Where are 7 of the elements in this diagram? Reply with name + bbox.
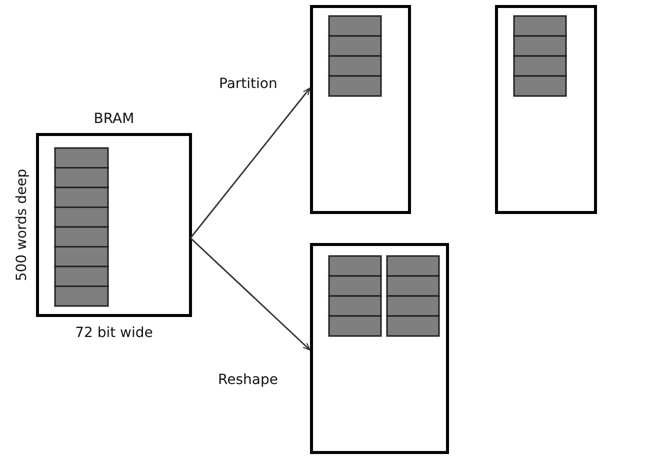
- block-title: BRAM: [92, 111, 136, 127]
- arrow: [190, 87, 311, 238]
- block-label: Partition: [219, 76, 278, 92]
- depth-label: 500 words deep: [14, 168, 30, 284]
- block-label: Reshape: [218, 372, 278, 388]
- block-label: 72 bit wide: [74, 325, 154, 341]
- arrow: [190, 237, 311, 351]
